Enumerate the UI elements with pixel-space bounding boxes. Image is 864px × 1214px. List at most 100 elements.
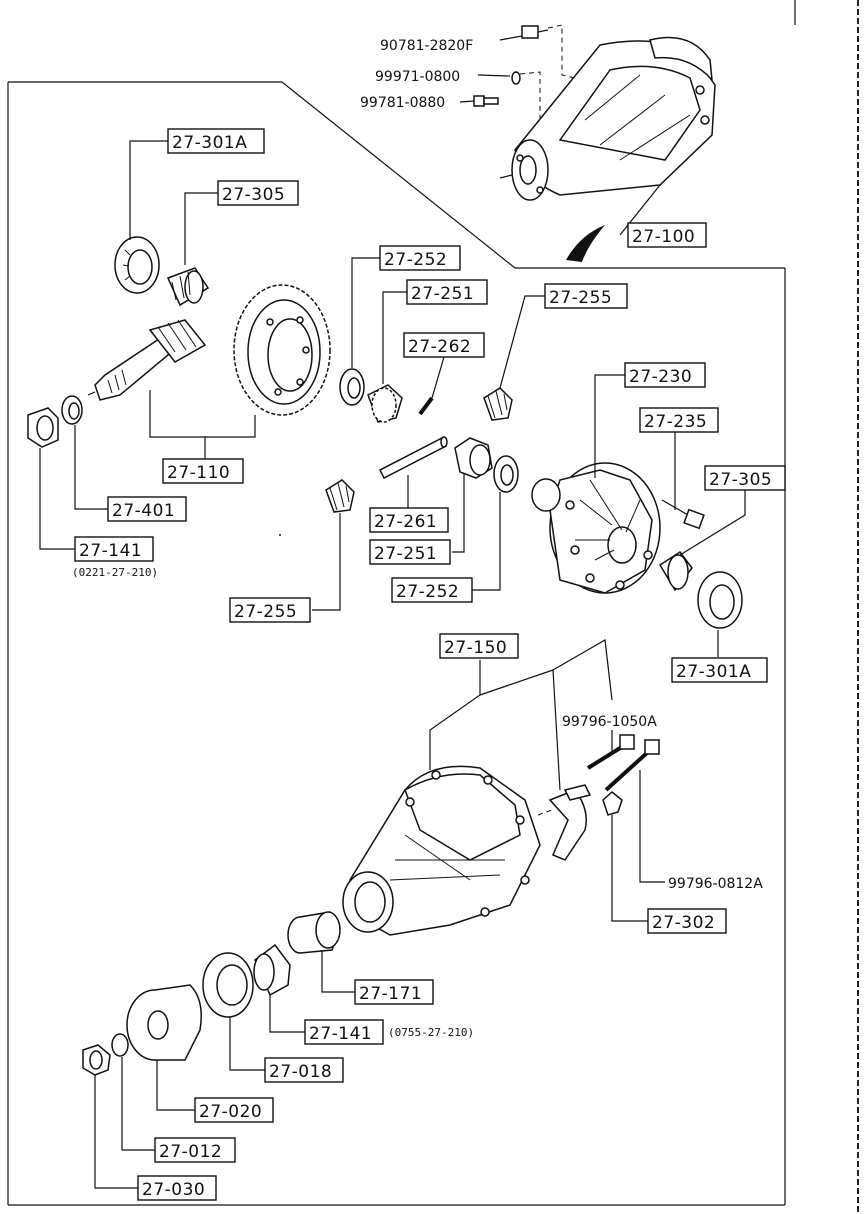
- oil-seal-27-018-icon: [202, 952, 254, 1018]
- washer-27-401-icon: [61, 395, 83, 425]
- leader-27-141-top: [39, 448, 75, 550]
- leader-27-230: [594, 374, 625, 478]
- leader-27-141-bottom: [269, 995, 305, 1033]
- bearing-cap-icon: [548, 784, 592, 861]
- bearing-cup-27-301A-icon: [114, 236, 160, 294]
- bracket-27-110: [149, 390, 256, 438]
- label-27-401: 27-401: [112, 501, 175, 521]
- label-27-235: 27-235: [644, 412, 707, 432]
- side-gear-27-251-bottom-icon: [454, 437, 493, 479]
- label-27-252-bottom: 27-252: [396, 582, 459, 602]
- label-27-255-top: 27-255: [549, 288, 612, 308]
- leader-27-150-left: [429, 660, 481, 770]
- box-27-252-bottom: [391, 577, 473, 603]
- dash-cap: [537, 809, 553, 816]
- leader-27-301A-top: [129, 140, 168, 240]
- leader-27-305-top: [184, 192, 218, 265]
- box-27-150: [439, 633, 519, 659]
- side-gear-27-251-top-icon: [367, 384, 403, 423]
- label-27-141-bottom: 27-141: [309, 1024, 372, 1044]
- box-27-020: [194, 1097, 274, 1123]
- label-27-252-top: 27-252: [384, 250, 447, 270]
- box-27-305-right: [704, 465, 786, 491]
- drive-pinion-icon: [87, 319, 207, 401]
- leader-27-150-right: [552, 639, 613, 701]
- bolt-99781-0880-icon: [459, 95, 499, 107]
- box-27-305-top: [217, 180, 299, 206]
- box-27-171: [354, 979, 434, 1005]
- page-frame: [7, 0, 859, 1214]
- bolt-99796-1050A-icon: [586, 734, 635, 770]
- leader-27-255-bottom: [312, 513, 341, 611]
- label-27-261: 27-261: [374, 512, 437, 532]
- box-27-255-bottom: [229, 597, 311, 623]
- label-27-230: 27-230: [629, 367, 692, 387]
- label-27-171: 27-171: [359, 984, 422, 1004]
- label-99796-1050A: 99796-1050A: [562, 714, 657, 730]
- washer-27-012-icon: [111, 1033, 129, 1057]
- bolt-27-235-icon: [661, 499, 705, 530]
- label-27-150: 27-150: [444, 638, 507, 658]
- nut-27-030-icon: [82, 1044, 111, 1076]
- leader-27-018: [229, 1017, 265, 1071]
- box-27-262: [403, 332, 485, 358]
- leader-27-251-bottom: [452, 474, 465, 553]
- pinion-shaft-27-261-icon: [378, 436, 448, 480]
- note-0221-27-210: (0221-27-210): [72, 566, 158, 579]
- label-27-110: 27-110: [167, 463, 230, 483]
- thrust-washer-27-252-top-icon: [339, 368, 365, 406]
- box-27-255-top: [544, 283, 628, 309]
- leader-27-150-mid: [479, 669, 561, 791]
- stray-dot: [279, 534, 281, 536]
- note-0755-27-210: (0755-27-210): [388, 1026, 474, 1039]
- box-27-030: [137, 1175, 217, 1201]
- leader-99796-0812A: [639, 770, 665, 883]
- leader-27-171: [321, 950, 355, 993]
- bearing-cone-27-305-icon: [166, 267, 210, 307]
- leader-27-251-top: [382, 291, 407, 384]
- box-27-401: [107, 496, 187, 522]
- box-27-141-bottom: [304, 1019, 384, 1045]
- label-99796-0812A: 99796-0812A: [668, 876, 763, 892]
- box-27-261: [369, 507, 449, 533]
- label-27-012: 27-012: [159, 1142, 222, 1162]
- label-27-262: 27-262: [408, 337, 471, 357]
- box-27-251-top: [406, 279, 488, 305]
- box-27-012: [154, 1137, 236, 1163]
- collapsible-spacer-27-171-icon: [287, 911, 341, 954]
- label-27-030: 27-030: [142, 1180, 205, 1200]
- bearing-cup-27-301A-right-icon: [697, 571, 743, 629]
- pinion-gear-27-255-bottom-icon: [325, 479, 355, 513]
- box-27-251-bottom: [369, 539, 451, 565]
- bearing-27-141-bottom-icon: [253, 943, 291, 997]
- arrow-icon: [566, 225, 605, 262]
- leader-27-255-top: [499, 295, 545, 389]
- leader-27-100: [619, 184, 661, 236]
- pinion-gear-27-255-top-icon: [483, 387, 513, 421]
- label-27-251-top: 27-251: [411, 284, 474, 304]
- label-27-305-right: 27-305: [709, 470, 772, 490]
- leader-27-020: [156, 1060, 195, 1111]
- differential-case-27-230-icon: [531, 462, 661, 594]
- thrust-washer-27-252-bottom-icon: [493, 455, 519, 493]
- label-27-141-top: 27-141: [79, 541, 142, 561]
- label-27-020: 27-020: [199, 1102, 262, 1122]
- box-27-100: [627, 222, 707, 248]
- leader-27-252-top: [351, 257, 380, 368]
- washer-99971-0800-icon: [477, 71, 541, 118]
- leader-27-401: [74, 425, 108, 510]
- box-27-301A-right: [671, 657, 768, 683]
- leader-27-030: [94, 1075, 138, 1189]
- label-27-255-bottom: 27-255: [234, 602, 297, 622]
- frame-diagonal-line: [281, 81, 516, 269]
- nut-27-141-icon: [27, 407, 59, 448]
- label-27-305-top: 27-305: [222, 185, 285, 205]
- lock-pin-27-262-icon: [418, 356, 445, 416]
- box-27-301A-top: [167, 128, 265, 154]
- box-27-252-top: [379, 245, 461, 271]
- leader-27-012: [121, 1057, 155, 1151]
- leader-27-305-right: [679, 490, 746, 556]
- bearing-cone-27-305-right-icon: [658, 550, 693, 592]
- bolt-99796-0812A-icon: [604, 739, 660, 792]
- label-99971-0800: 99971-0800: [375, 69, 460, 85]
